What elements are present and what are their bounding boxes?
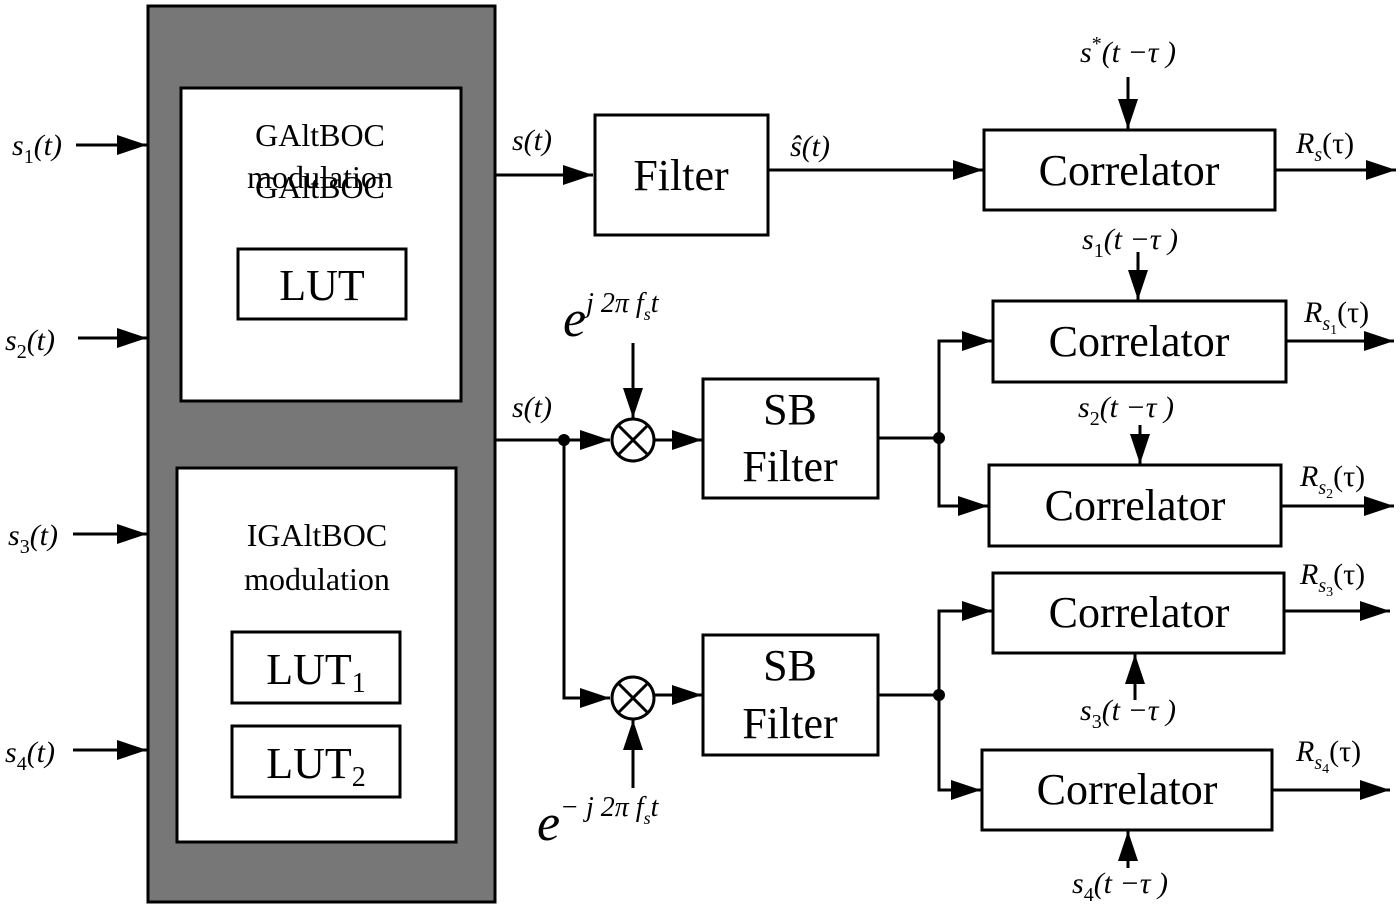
correlator-4: Correlator	[980, 748, 1274, 832]
correlator-main-out-label: Rs(τ)	[1295, 127, 1354, 166]
mixer-upper-lo-label: ej 2π fst	[563, 288, 660, 348]
lut-label: LUT	[279, 261, 365, 310]
galtboc-title: GAltBOC	[255, 169, 385, 205]
lut1-box: LUT1	[230, 630, 402, 705]
to-correlator-1-wire	[937, 331, 992, 438]
correlator-3: Correlator	[991, 571, 1286, 655]
to-correlator-3-wire	[937, 601, 992, 695]
correlator-4-ref-label: s4(t −τ )	[1072, 867, 1168, 906]
lut-box: LUT	[236, 247, 408, 321]
galtboc-line2: modulation	[247, 159, 393, 195]
svg-text:Correlator: Correlator	[1049, 317, 1230, 366]
correlator-1-ref-label: s1(t −τ )	[1082, 223, 1178, 262]
correlator-main: Correlator	[982, 128, 1277, 212]
input-s4: s4(t)	[5, 736, 147, 775]
galtboc-modulation-box: GAltBOC	[179, 86, 463, 403]
lower-signal-label: s(t)	[512, 391, 552, 424]
svg-text:Filter: Filter	[742, 699, 838, 748]
svg-text:Correlator: Correlator	[1049, 588, 1230, 637]
mixer-lower-icon	[610, 675, 656, 721]
mixer-lower-lo-label: e− j 2π fst	[537, 792, 660, 852]
sb-filter-lower: SB Filter	[701, 633, 880, 757]
lut2-label: LUT	[266, 739, 352, 788]
svg-text:s3(t): s3(t)	[8, 519, 58, 558]
filter-label: Filter	[633, 151, 729, 200]
svg-text:s4(t): s4(t)	[5, 736, 55, 775]
to-mixer-lower-wire	[562, 440, 610, 708]
correlator-3-ref-label: s3(t −τ )	[1080, 694, 1176, 733]
galtboc-line1: GAltBOC	[255, 117, 385, 153]
to-correlator-4-wire	[937, 695, 981, 800]
correlator-main-label: Correlator	[1039, 146, 1220, 195]
correlator-4-out-label: Rs4(τ)	[1295, 735, 1361, 777]
to-correlator-2-wire	[937, 438, 988, 516]
input-s1: s1(t)	[12, 129, 147, 168]
correlator-main-ref-label: s*(t −τ )	[1080, 33, 1176, 69]
filtered-signal-label: ŝ(t)	[790, 130, 830, 163]
svg-text:SB: SB	[763, 385, 817, 434]
upper-signal-label: s(t)	[512, 124, 552, 157]
svg-text:LUT1: LUT1	[266, 645, 366, 699]
galtboc-labels: GAltBOC modulation	[247, 117, 393, 195]
svg-text:s1(t): s1(t)	[12, 129, 62, 168]
correlator-3-out-label: Rs3(τ)	[1299, 558, 1365, 600]
svg-text:Correlator: Correlator	[1037, 765, 1218, 814]
correlator-2-ref-label: s2(t −τ )	[1078, 391, 1174, 430]
sb-filter-upper: SB Filter	[701, 377, 880, 500]
input-s3: s3(t)	[8, 519, 147, 558]
svg-text:Filter: Filter	[742, 442, 838, 491]
mixer-upper-icon	[610, 417, 656, 463]
svg-text:Correlator: Correlator	[1045, 481, 1226, 530]
filter-box: Filter	[593, 113, 770, 237]
lut1-label: LUT	[266, 645, 352, 694]
igaltboc-line1: IGAltBOC	[247, 517, 387, 553]
lut2-box: LUT2	[230, 724, 402, 799]
input-s2: s2(t)	[5, 324, 147, 363]
correlator-2: Correlator	[987, 463, 1283, 548]
correlator-1: Correlator	[991, 299, 1288, 384]
igaltboc-line2: modulation	[244, 561, 390, 597]
correlator-2-out-label: Rs2(τ)	[1299, 460, 1365, 502]
lut1-subscript: 1	[352, 668, 366, 699]
lut2-subscript: 2	[352, 762, 366, 793]
svg-text:s2(t): s2(t)	[5, 324, 55, 363]
correlator-1-out-label: Rs1(τ)	[1303, 296, 1369, 338]
svg-text:SB: SB	[763, 641, 817, 690]
svg-text:LUT2: LUT2	[266, 739, 366, 793]
